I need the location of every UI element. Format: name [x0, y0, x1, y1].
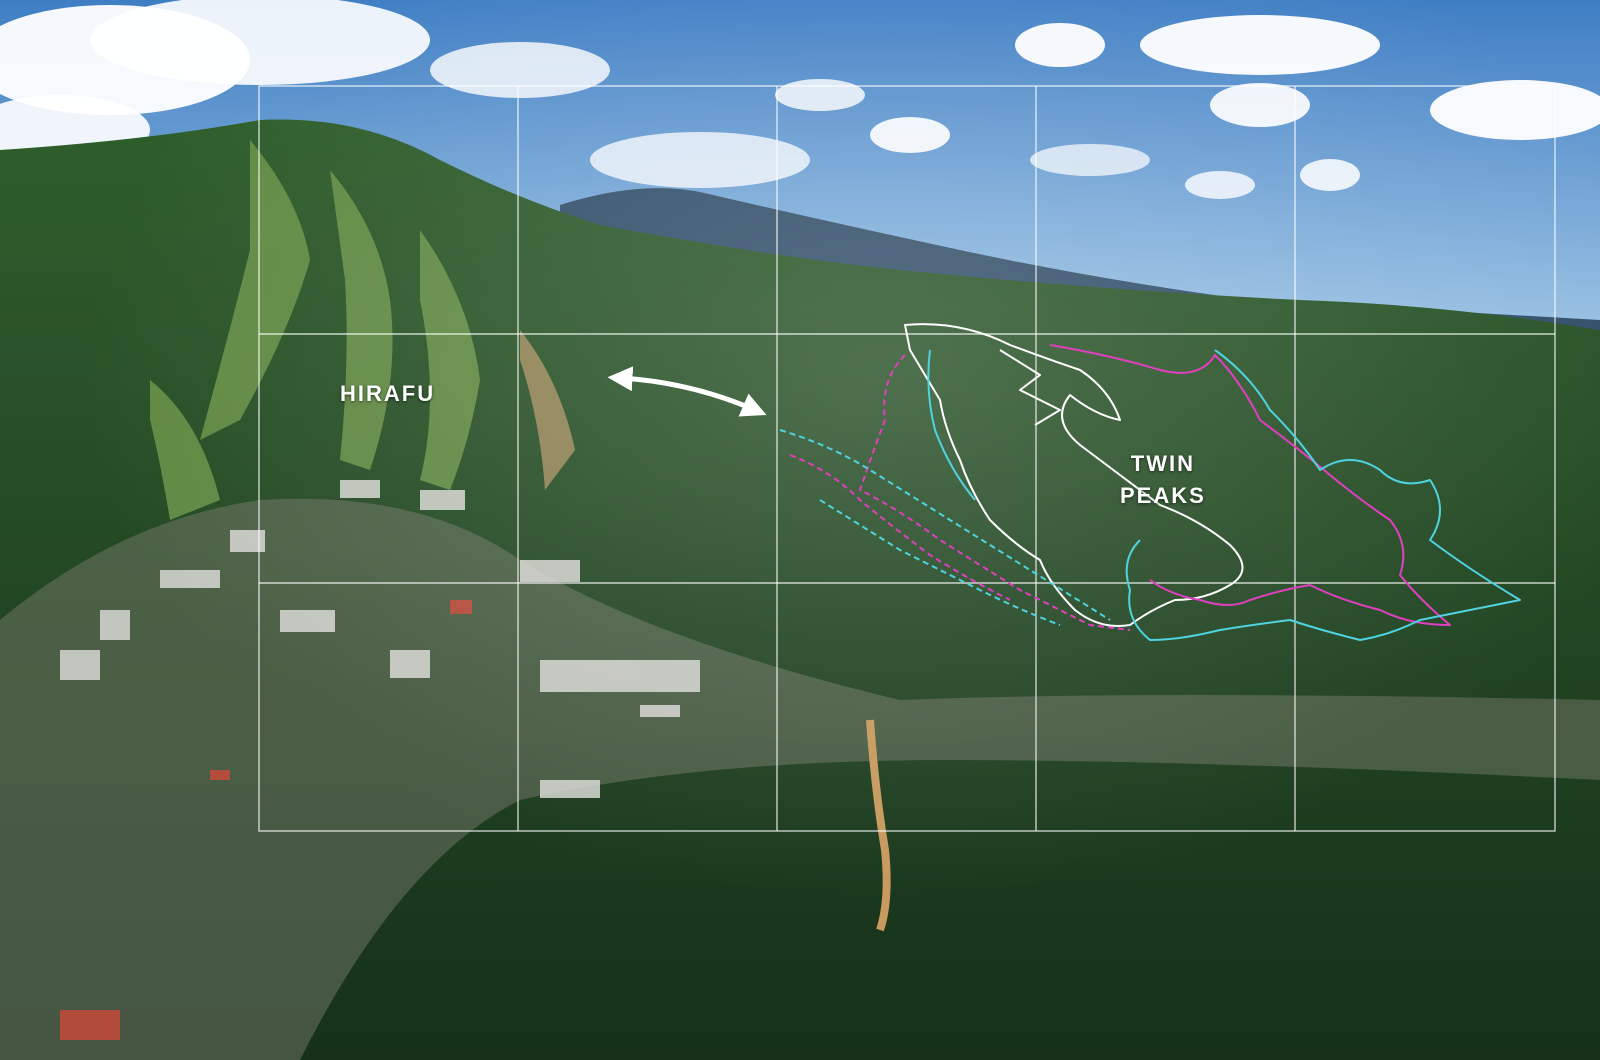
trail-outline-magenta-dashed — [859, 354, 1131, 631]
trail-outline-cyan-dashed — [779, 429, 1111, 621]
twin-peaks-label-line2: PEAKS — [1120, 483, 1206, 508]
trail-outline-white — [904, 323, 1244, 627]
twin-peaks-label-line1: TWIN — [1130, 451, 1195, 476]
trail-outline-magenta — [1049, 344, 1451, 626]
hirafu-label: HIRAFU — [340, 381, 436, 406]
twin-peaks-label: TWIN PEAKS — [1120, 448, 1206, 512]
trail-outline-cyan — [1125, 349, 1521, 641]
double-headed-arrow-icon — [607, 366, 767, 417]
trail-outlines — [779, 323, 1521, 641]
